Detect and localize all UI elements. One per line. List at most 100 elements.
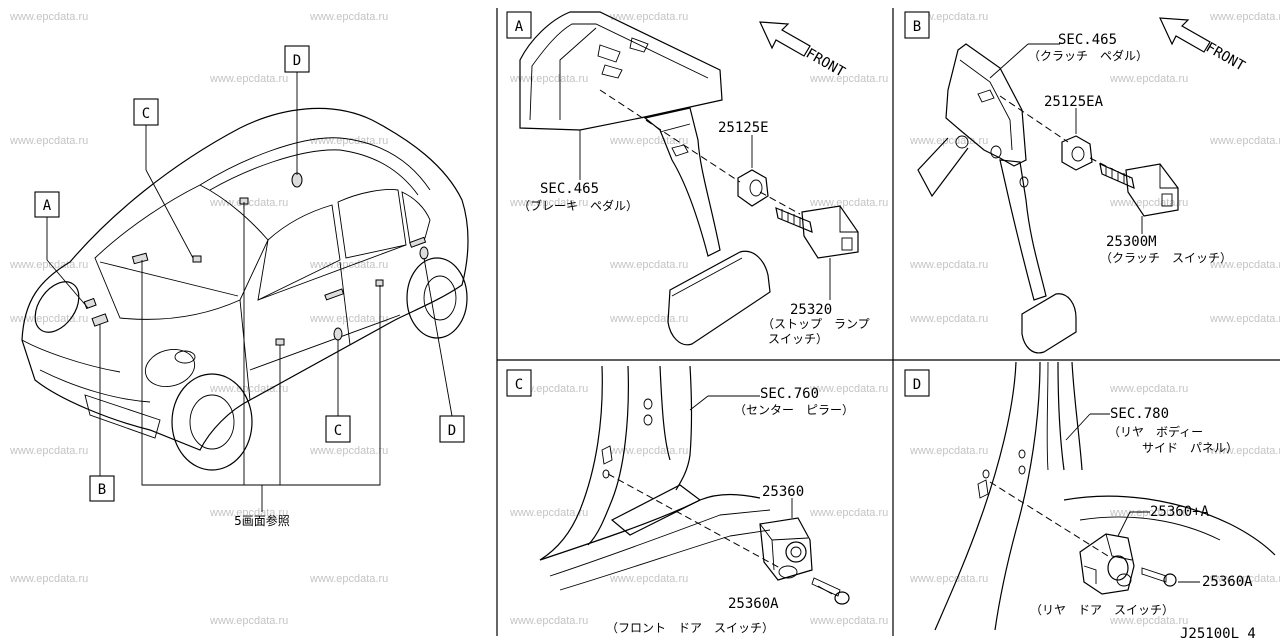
callout-c-bottom: C [325, 415, 351, 443]
part-sec780-name: （リヤ ボディー [1108, 424, 1203, 439]
watermark: www.epcdata.ru [809, 507, 888, 519]
svg-text:C: C [142, 106, 150, 122]
watermark: www.epcdata.ru [909, 573, 988, 585]
part-25300m-name: （クラッチ スイッチ） [1100, 251, 1232, 265]
callout-c-top: C [133, 98, 159, 126]
part-sec760-name: （センター ピラー） [734, 403, 854, 417]
svg-text:C: C [334, 423, 342, 439]
clip-25125ea [1061, 135, 1093, 171]
watermark: www.epcdata.ru [9, 11, 88, 23]
watermark: www.epcdata.ru [1109, 615, 1188, 627]
watermark: www.epcdata.ru [1209, 135, 1280, 147]
watermark: www.epcdata.ru [909, 445, 988, 457]
screw-25360a-c [811, 577, 850, 605]
door-switch-25360 [759, 517, 813, 581]
watermark: www.epcdata.ru [209, 73, 288, 85]
part-25360a-d: 25360A [1202, 574, 1253, 590]
watermark: www.epcdata.ru [9, 259, 88, 271]
panel-c: C SEC.760 （ [506, 365, 854, 635]
watermark: www.epcdata.ru [309, 259, 388, 271]
part-25320-name: （ストップ ランプ [762, 317, 870, 331]
front-arrow-icon [759, 21, 811, 57]
part-25300m: 25300M [1106, 234, 1157, 250]
watermark: www.epcdata.ru [209, 615, 288, 627]
part-sec465-b: SEC.465 [1058, 32, 1117, 48]
watermark: www.epcdata.ru [1209, 573, 1280, 585]
watermark: www.epcdata.ru [1209, 11, 1280, 23]
stop-lamp-switch [775, 205, 859, 259]
clutch-switch [1099, 162, 1179, 217]
panel-d: D SEC.780 （リヤ ボディー [904, 361, 1276, 631]
watermark: www.epcdata.ru [509, 507, 588, 519]
svg-text:D: D [293, 53, 301, 69]
watermark: www.epcdata.ru [1109, 383, 1188, 395]
watermark: www.epcdata.ru [309, 11, 388, 23]
watermark: www.epcdata.ru [309, 445, 388, 457]
svg-text:B: B [98, 482, 106, 498]
watermark: www.epcdata.ru [609, 445, 688, 457]
watermark: www.epcdata.ru [509, 197, 588, 209]
watermark: www.epcdata.ru [809, 615, 888, 627]
front-arrow-icon [1159, 17, 1211, 53]
screw-25360a-d [1141, 567, 1177, 587]
part-25320-name2: スイッチ） [768, 332, 828, 346]
part-25360a-c: 25360A [728, 596, 779, 612]
part-sec780-name2: サイド パネル） [1142, 441, 1238, 455]
watermarks: www.epcdata.ru www.epcdata.ru www.epcdat… [9, 11, 1280, 627]
watermark: www.epcdata.ru [1109, 197, 1188, 209]
part-sec760: SEC.760 [760, 386, 819, 402]
watermark: www.epcdata.ru [209, 507, 288, 519]
watermark: www.epcdata.ru [1209, 259, 1280, 271]
part-sec465-b-name: （クラッチ ペダル） [1028, 48, 1148, 63]
watermark: www.epcdata.ru [509, 615, 588, 627]
watermark: www.epcdata.ru [609, 573, 688, 585]
watermark: www.epcdata.ru [809, 197, 888, 209]
door-switch-25360-a [1079, 533, 1135, 595]
watermark: www.epcdata.ru [609, 313, 688, 325]
callout-b: B [89, 475, 115, 502]
watermark: www.epcdata.ru [1109, 73, 1188, 85]
callout-a: A [34, 191, 60, 218]
callout-d-bottom: D [439, 415, 465, 443]
watermark: www.epcdata.ru [609, 135, 688, 147]
watermark: www.epcdata.ru [9, 313, 88, 325]
watermark: www.epcdata.ru [309, 573, 388, 585]
watermark: www.epcdata.ru [909, 313, 988, 325]
panel-a: A FRONT [506, 11, 870, 346]
watermark: www.epcdata.ru [209, 197, 288, 209]
panel-d-letter: D [913, 377, 921, 393]
watermark: www.epcdata.ru [909, 259, 988, 271]
watermark: www.epcdata.ru [9, 135, 88, 147]
part-sec780: SEC.780 [1110, 406, 1169, 422]
svg-text:A: A [43, 198, 52, 214]
panel-b: B FRONT [904, 11, 1248, 354]
front-label-b: FRONT [1203, 40, 1248, 75]
watermark: www.epcdata.ru [309, 313, 388, 325]
reference-note: 5画面参照 [234, 513, 290, 528]
watermark: www.epcdata.ru [309, 135, 388, 147]
watermark: www.epcdata.ru [809, 73, 888, 85]
panel-a-letter: A [515, 19, 524, 35]
panel-b-letter: B [913, 19, 921, 35]
panel-frame [496, 8, 1280, 636]
car-overview: A B C D C D 5画面参照 [21, 45, 469, 528]
part-25360: 25360 [762, 484, 804, 500]
watermark: www.epcdata.ru [1109, 507, 1188, 519]
watermark: www.epcdata.ru [909, 135, 988, 147]
watermark: www.epcdata.ru [1209, 313, 1280, 325]
diagram-id: J25100L 4 [1180, 626, 1256, 640]
watermark: www.epcdata.ru [9, 445, 88, 457]
part-25125ea: 25125EA [1044, 94, 1104, 110]
caption-rear-door-switch: （リヤ ドア スイッチ） [1030, 603, 1174, 617]
part-25125e: 25125E [718, 120, 769, 136]
panel-c-letter: C [515, 377, 523, 393]
callout-d-top: D [284, 45, 310, 73]
watermark: www.epcdata.ru [1209, 445, 1280, 457]
watermark: www.epcdata.ru [609, 259, 688, 271]
watermark: www.epcdata.ru [609, 11, 688, 23]
clip-25125e [737, 169, 769, 207]
svg-text:D: D [448, 423, 456, 439]
watermark: www.epcdata.ru [509, 73, 588, 85]
part-25320: 25320 [790, 302, 832, 318]
part-sec465-a: SEC.465 [540, 181, 599, 197]
